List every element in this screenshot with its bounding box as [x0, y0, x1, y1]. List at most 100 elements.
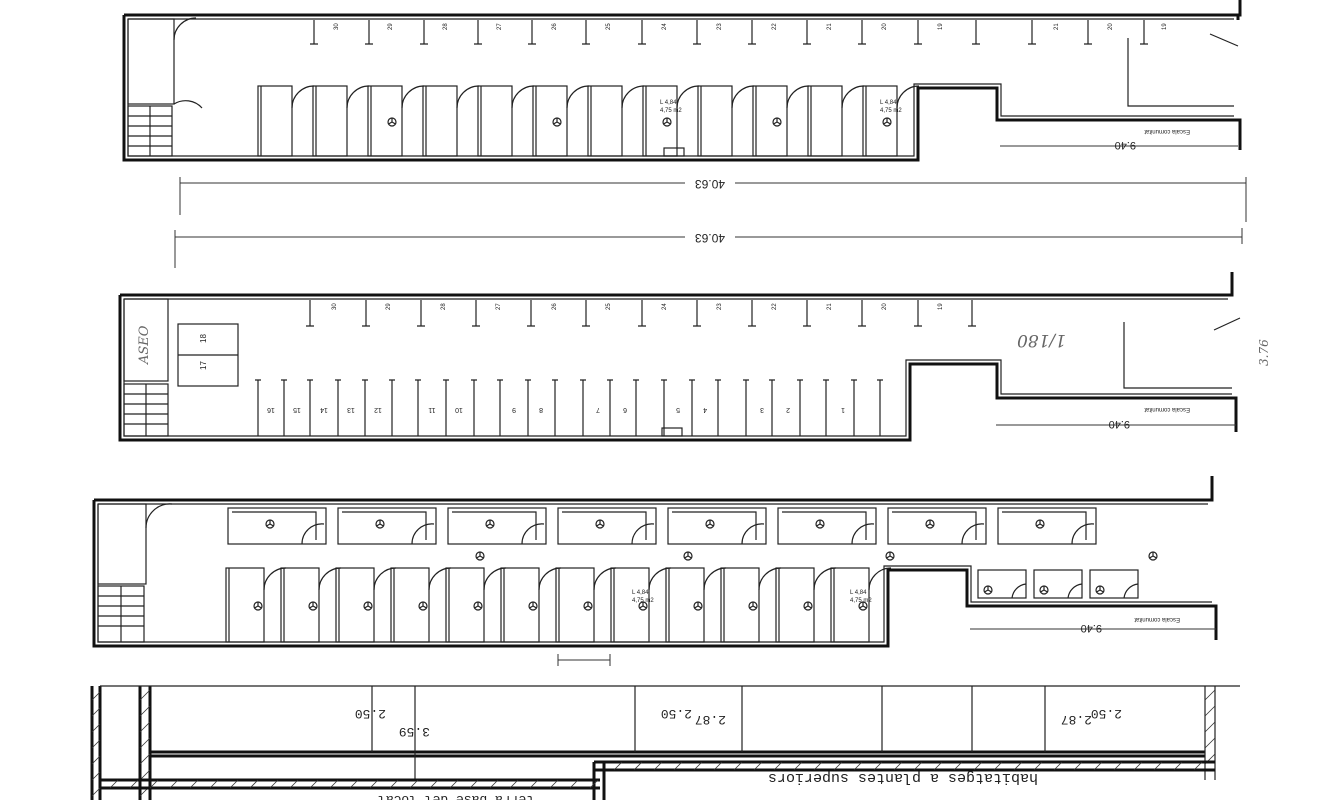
parking-stall — [500, 567, 540, 643]
wheel-icon — [308, 601, 318, 611]
parking-divider — [415, 379, 421, 436]
parking-divider — [858, 300, 866, 327]
space-number: 15 — [293, 406, 301, 413]
parking-stall — [312, 85, 348, 157]
area-label: L 4,84 — [660, 100, 677, 106]
parking-stall — [775, 567, 815, 643]
storage-room — [777, 507, 877, 545]
parking-stall — [477, 85, 513, 157]
space-number: 2 — [786, 406, 790, 413]
wheel-icon — [683, 551, 693, 561]
parking-divider — [743, 379, 749, 436]
parking-divider — [528, 20, 536, 45]
storage-room — [977, 569, 1027, 599]
parking-stall — [225, 567, 265, 643]
space-number: 9 — [512, 406, 516, 413]
parking-divider — [525, 379, 531, 436]
space-number: 24 — [662, 303, 668, 310]
parking-divider — [851, 379, 857, 436]
parking-divider — [968, 300, 976, 327]
parking-divider — [472, 300, 480, 327]
parking-stall — [720, 567, 760, 643]
parking-divider — [803, 300, 811, 327]
space-number: 19 — [938, 303, 944, 310]
dimension-9-40: 9.40 — [1081, 622, 1102, 634]
parking-divider — [797, 379, 803, 436]
wheel-icon — [265, 519, 275, 529]
dimension-line-1: 40.63 — [179, 176, 1247, 222]
area-value: 4,75 m2 — [850, 598, 872, 604]
section-dim: 2.87 — [695, 712, 726, 727]
storage-number: 17 — [199, 361, 208, 370]
parking-divider — [420, 20, 428, 45]
wheel-icon — [858, 601, 868, 611]
parking-divider — [972, 20, 980, 45]
area-value: 4,75 m2 — [632, 598, 654, 604]
section: 2.50 3.59 2.50 2.87 2.50 2.87 habitatges… — [90, 685, 1240, 800]
space-number: 21 — [827, 23, 833, 30]
parking-divider — [914, 20, 922, 45]
parking-stall — [830, 567, 870, 643]
parking-stall — [665, 567, 705, 643]
stair-icon — [123, 383, 169, 437]
parking-divider — [582, 20, 590, 45]
space-number: 6 — [623, 406, 627, 413]
parking-stall — [422, 85, 458, 157]
space-number: 28 — [441, 303, 447, 310]
space-number: 27 — [497, 23, 503, 30]
parking-stall — [587, 85, 623, 157]
space-number: 8 — [539, 406, 543, 413]
parking-divider — [607, 379, 613, 436]
parking-stall — [532, 85, 568, 157]
space-number: 29 — [388, 23, 394, 30]
space-number: 7 — [596, 406, 600, 413]
wheel-icon — [1148, 551, 1158, 561]
parking-stall — [445, 567, 485, 643]
wheel-icon — [803, 601, 813, 611]
space-number: 5 — [676, 406, 680, 413]
plan-3: L 4,84 4,75 m2 L 4,84 4,75 m2 Escala com… — [92, 476, 1218, 666]
storage-room — [227, 507, 327, 545]
area-label: L 4,84 — [880, 100, 897, 106]
stair-label: Escala comunitat — [1144, 406, 1190, 412]
parking-divider — [877, 379, 883, 436]
wheel-icon — [595, 519, 605, 529]
space-number: 25 — [606, 23, 612, 30]
parking-stall — [752, 85, 788, 157]
wheel-icon — [662, 117, 672, 127]
space-number: 22 — [772, 23, 778, 30]
parking-divider — [769, 379, 775, 436]
space-number: 21 — [827, 303, 833, 310]
space-number: 3 — [760, 406, 764, 413]
parking-divider — [310, 20, 318, 45]
plan-3-outline — [92, 476, 1218, 648]
area-label: L 4,84 — [632, 590, 649, 596]
parking-divider — [471, 379, 477, 436]
space-number: 12 — [374, 406, 382, 413]
parking-divider — [474, 20, 482, 45]
parking-divider — [443, 379, 449, 436]
parking-stall — [555, 567, 595, 643]
space-number: 30 — [334, 23, 340, 30]
wheel-icon — [528, 601, 538, 611]
storage-room — [667, 507, 767, 545]
space-number: 26 — [552, 23, 558, 30]
parking-divider — [715, 379, 721, 436]
parking-stall — [280, 567, 320, 643]
storage-room — [337, 507, 437, 545]
section-dim: 2.87 — [1061, 712, 1092, 727]
storage-room — [887, 507, 987, 545]
space-number: 16 — [267, 406, 275, 413]
handwritten-dimension: 3.76 — [1257, 339, 1271, 366]
storage-room — [447, 507, 547, 545]
wheel-icon — [1035, 519, 1045, 529]
space-number: 27 — [496, 303, 502, 310]
dimension-line-2: 40.63 — [174, 228, 1243, 268]
dimension-9-40: 9.40 — [1109, 418, 1130, 430]
parking-stall — [642, 85, 678, 157]
parking-divider — [362, 300, 370, 327]
wheel-icon — [705, 519, 715, 529]
parking-divider — [661, 379, 667, 436]
